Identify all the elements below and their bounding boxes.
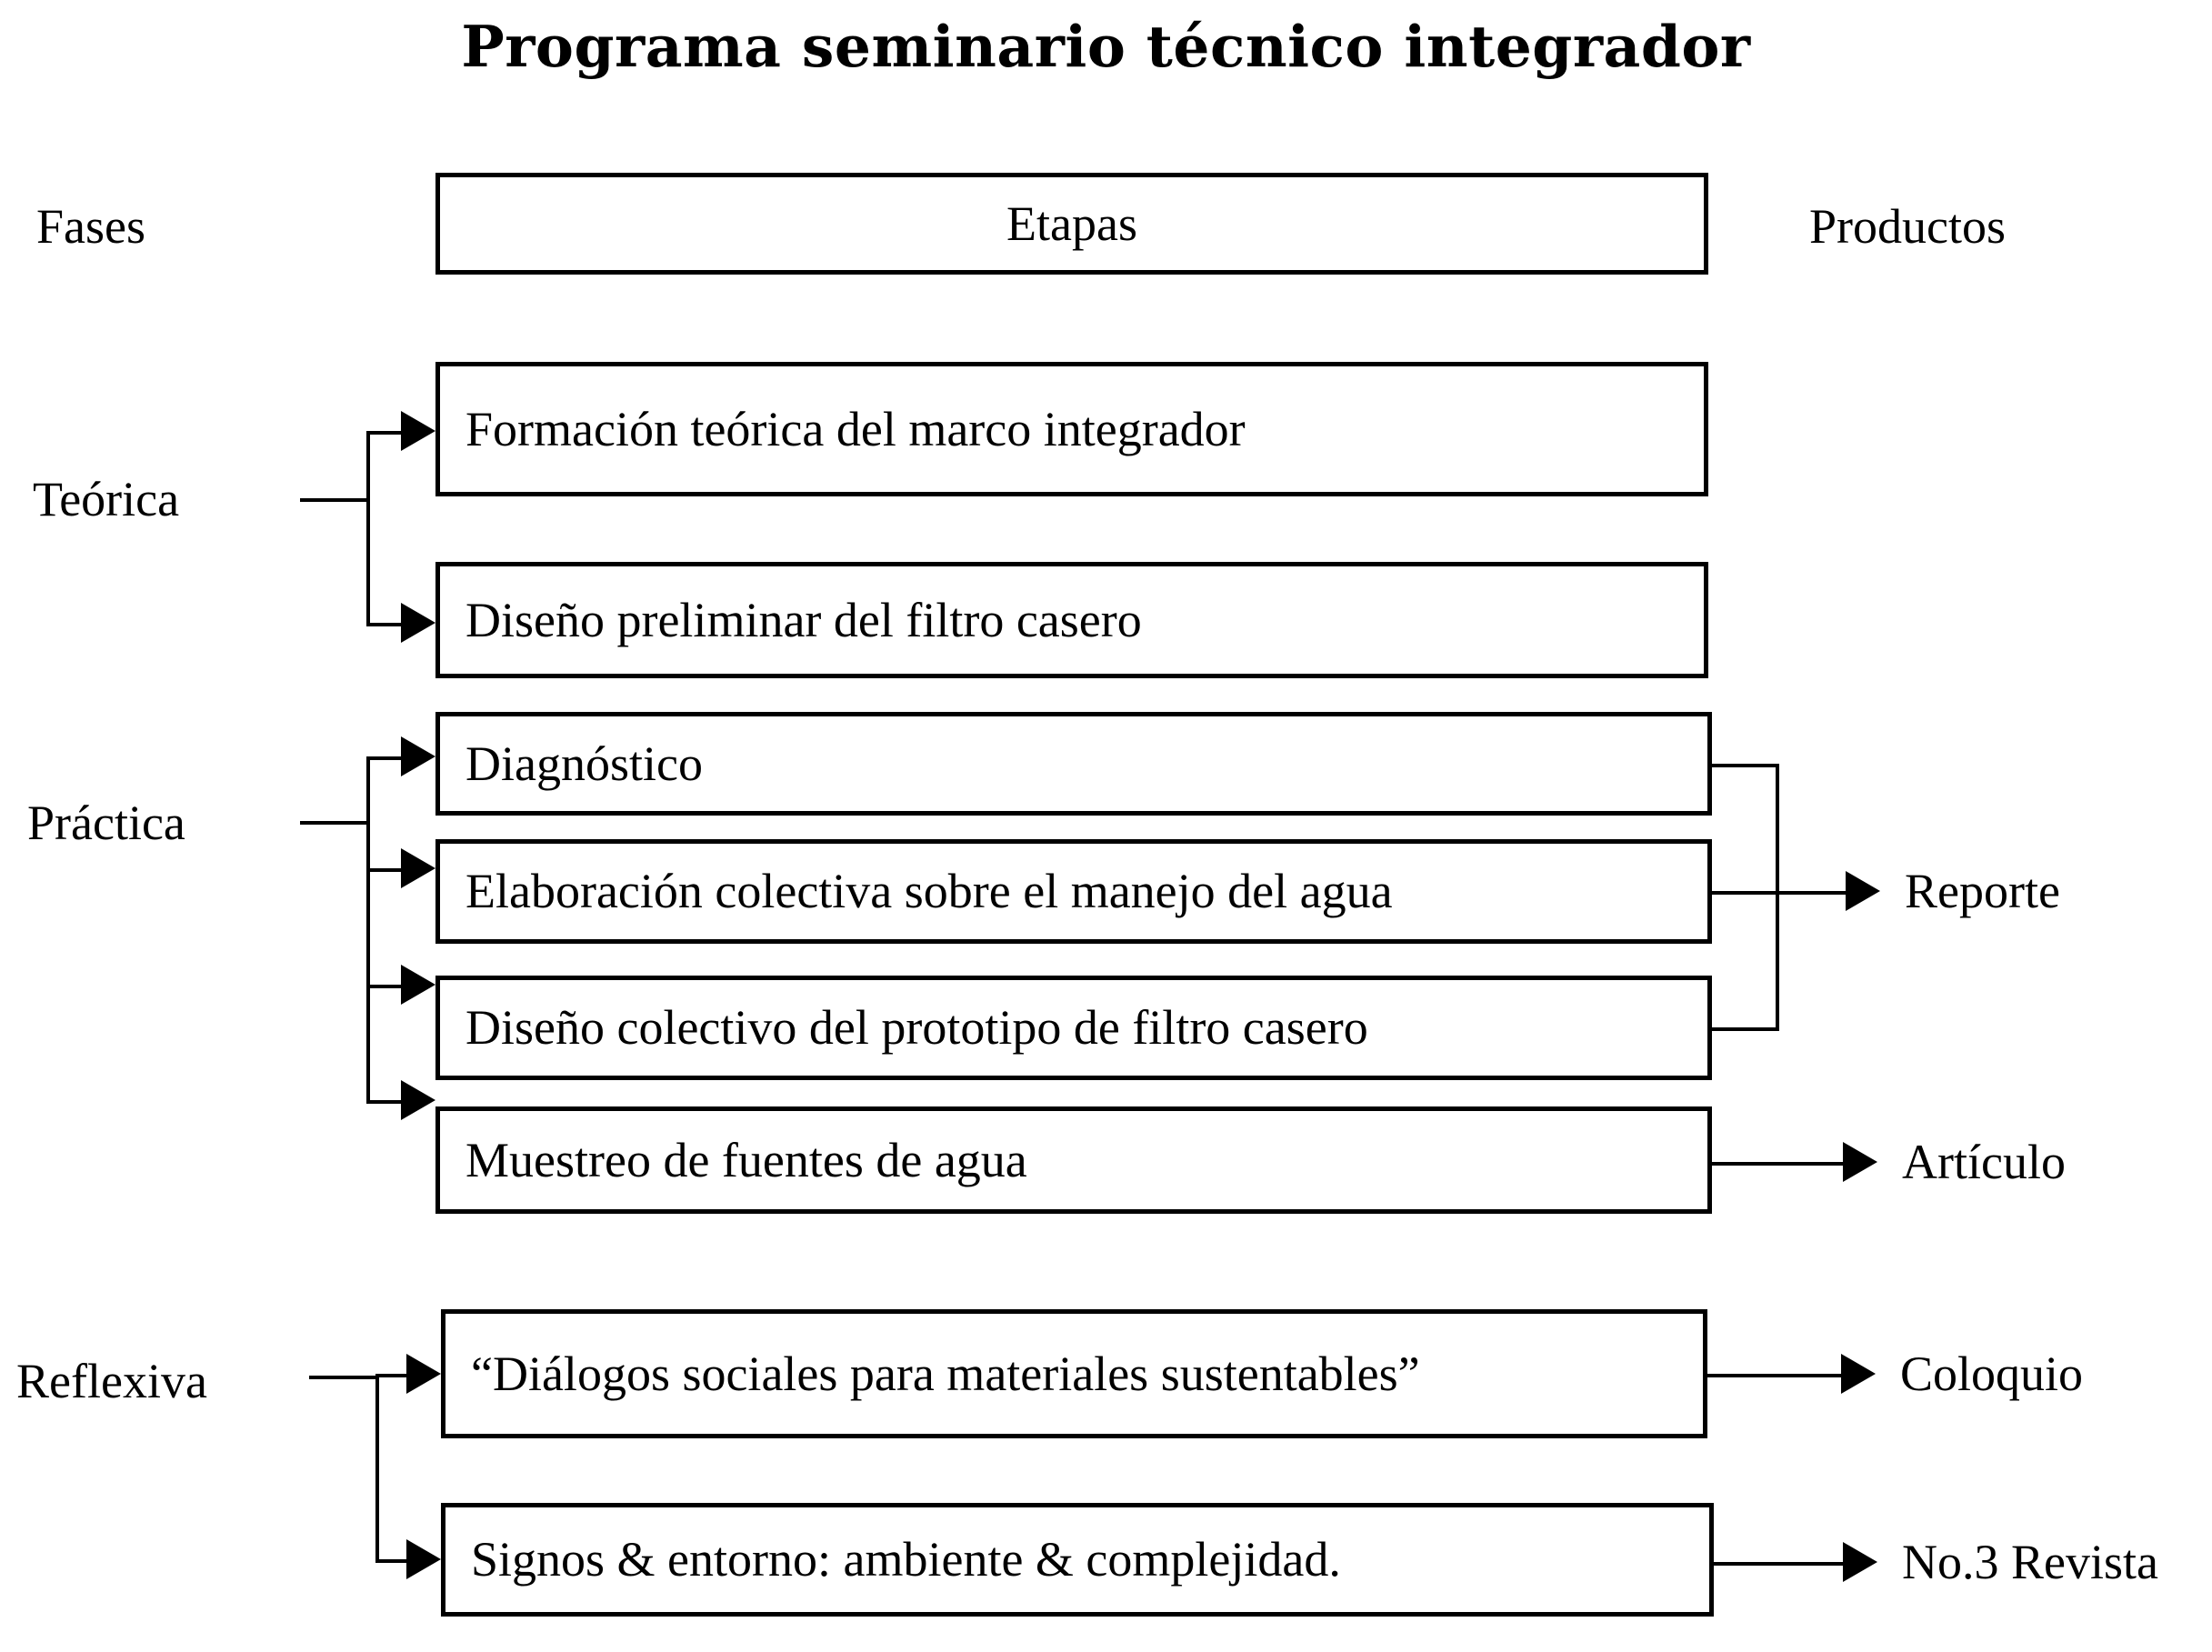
connector-reflexiva-branch-1 — [375, 1374, 408, 1377]
phase-label-teorica: Teórica — [33, 472, 180, 526]
connector-reflexiva-branch-2 — [375, 1559, 408, 1563]
connector-practica-branch-4 — [366, 1100, 403, 1104]
column-header-productos: Productos — [1809, 199, 2006, 254]
stage-label-3: Diagnóstico — [465, 736, 703, 791]
connector-reporte-merge-trunk — [1776, 764, 1779, 1028]
connector-stage-5-to-merge — [1712, 1027, 1779, 1031]
arrowhead-practica-to-stage-3 — [401, 736, 435, 776]
product-label-revista: No.3 Revista — [1902, 1535, 2158, 1589]
stage-box-dialogos-sociales: “Diálogos sociales para materiales suste… — [441, 1309, 1707, 1438]
etapas-header-box: Etapas — [435, 173, 1708, 275]
connector-practica-stem — [300, 821, 366, 825]
arrowhead-teorica-to-stage-1 — [401, 411, 435, 451]
arrowhead-reflexiva-to-stage-8 — [406, 1539, 441, 1579]
connector-teorica-trunk — [366, 431, 370, 623]
arrowhead-reflexiva-to-stage-7 — [406, 1354, 441, 1394]
connector-reflexiva-stem — [309, 1376, 375, 1379]
connector-stage-7-to-coloquio — [1707, 1374, 1844, 1377]
arrowhead-practica-to-stage-6 — [401, 1080, 435, 1120]
stage-box-signos-entorno: Signos & entorno: ambiente & complejidad… — [441, 1503, 1714, 1617]
stage-box-diseno-preliminar: Diseño preliminar del filtro casero — [435, 562, 1708, 678]
product-label-articulo: Artículo — [1902, 1135, 2066, 1189]
stage-box-muestreo-fuentes: Muestreo de fuentes de agua — [435, 1106, 1712, 1214]
stage-label-7: “Diálogos sociales para materiales suste… — [471, 1346, 1420, 1401]
arrowhead-to-product-coloquio — [1841, 1354, 1876, 1394]
connector-stage-3-to-merge — [1712, 764, 1779, 767]
phase-label-practica: Práctica — [27, 796, 185, 850]
connector-practica-trunk — [366, 756, 370, 1100]
stage-box-diagnostico: Diagnóstico — [435, 712, 1712, 816]
connector-practica-branch-2 — [366, 868, 403, 872]
product-label-coloquio: Coloquio — [1900, 1347, 2084, 1401]
connector-teorica-branch-1 — [366, 431, 403, 435]
connector-teorica-branch-2 — [366, 623, 403, 626]
stage-label-6: Muestreo de fuentes de agua — [465, 1132, 1027, 1187]
stage-box-elaboracion-colectiva: Elaboración colectiva sobre el manejo de… — [435, 839, 1712, 944]
connector-merge-to-reporte — [1712, 891, 1848, 895]
product-label-reporte: Reporte — [1905, 864, 2060, 918]
stage-label-5: Diseño colectivo del prototipo de filtro… — [465, 1000, 1368, 1056]
connector-practica-branch-1 — [366, 756, 403, 760]
connector-practica-branch-3 — [366, 985, 403, 988]
phase-label-reflexiva: Reflexiva — [16, 1354, 207, 1408]
page-title: Programa seminario técnico integrador — [461, 13, 1751, 80]
stage-box-formacion-teorica: Formación teórica del marco integrador — [435, 362, 1708, 496]
arrowhead-to-product-revista — [1843, 1542, 1877, 1582]
arrowhead-to-product-reporte — [1846, 871, 1880, 911]
arrowhead-practica-to-stage-4 — [401, 848, 435, 888]
stage-label-1: Formación teórica del marco integrador — [465, 401, 1246, 456]
stage-box-diseno-colectivo: Diseño colectivo del prototipo de filtro… — [435, 976, 1712, 1080]
stage-label-8: Signos & entorno: ambiente & complejidad… — [471, 1532, 1341, 1587]
stage-label-2: Diseño preliminar del filtro casero — [465, 592, 1142, 647]
connector-stage-6-to-articulo — [1712, 1162, 1846, 1166]
etapas-header-label: Etapas — [1006, 195, 1137, 251]
stage-label-4: Elaboración colectiva sobre el manejo de… — [465, 864, 1393, 919]
connector-teorica-stem — [300, 498, 366, 502]
connector-reflexiva-trunk — [375, 1374, 379, 1559]
arrowhead-practica-to-stage-5 — [401, 965, 435, 1005]
column-header-fases: Fases — [36, 199, 145, 254]
connector-stage-8-to-revista — [1714, 1562, 1846, 1566]
arrowhead-teorica-to-stage-2 — [401, 603, 435, 643]
arrowhead-to-product-articulo — [1843, 1142, 1877, 1182]
